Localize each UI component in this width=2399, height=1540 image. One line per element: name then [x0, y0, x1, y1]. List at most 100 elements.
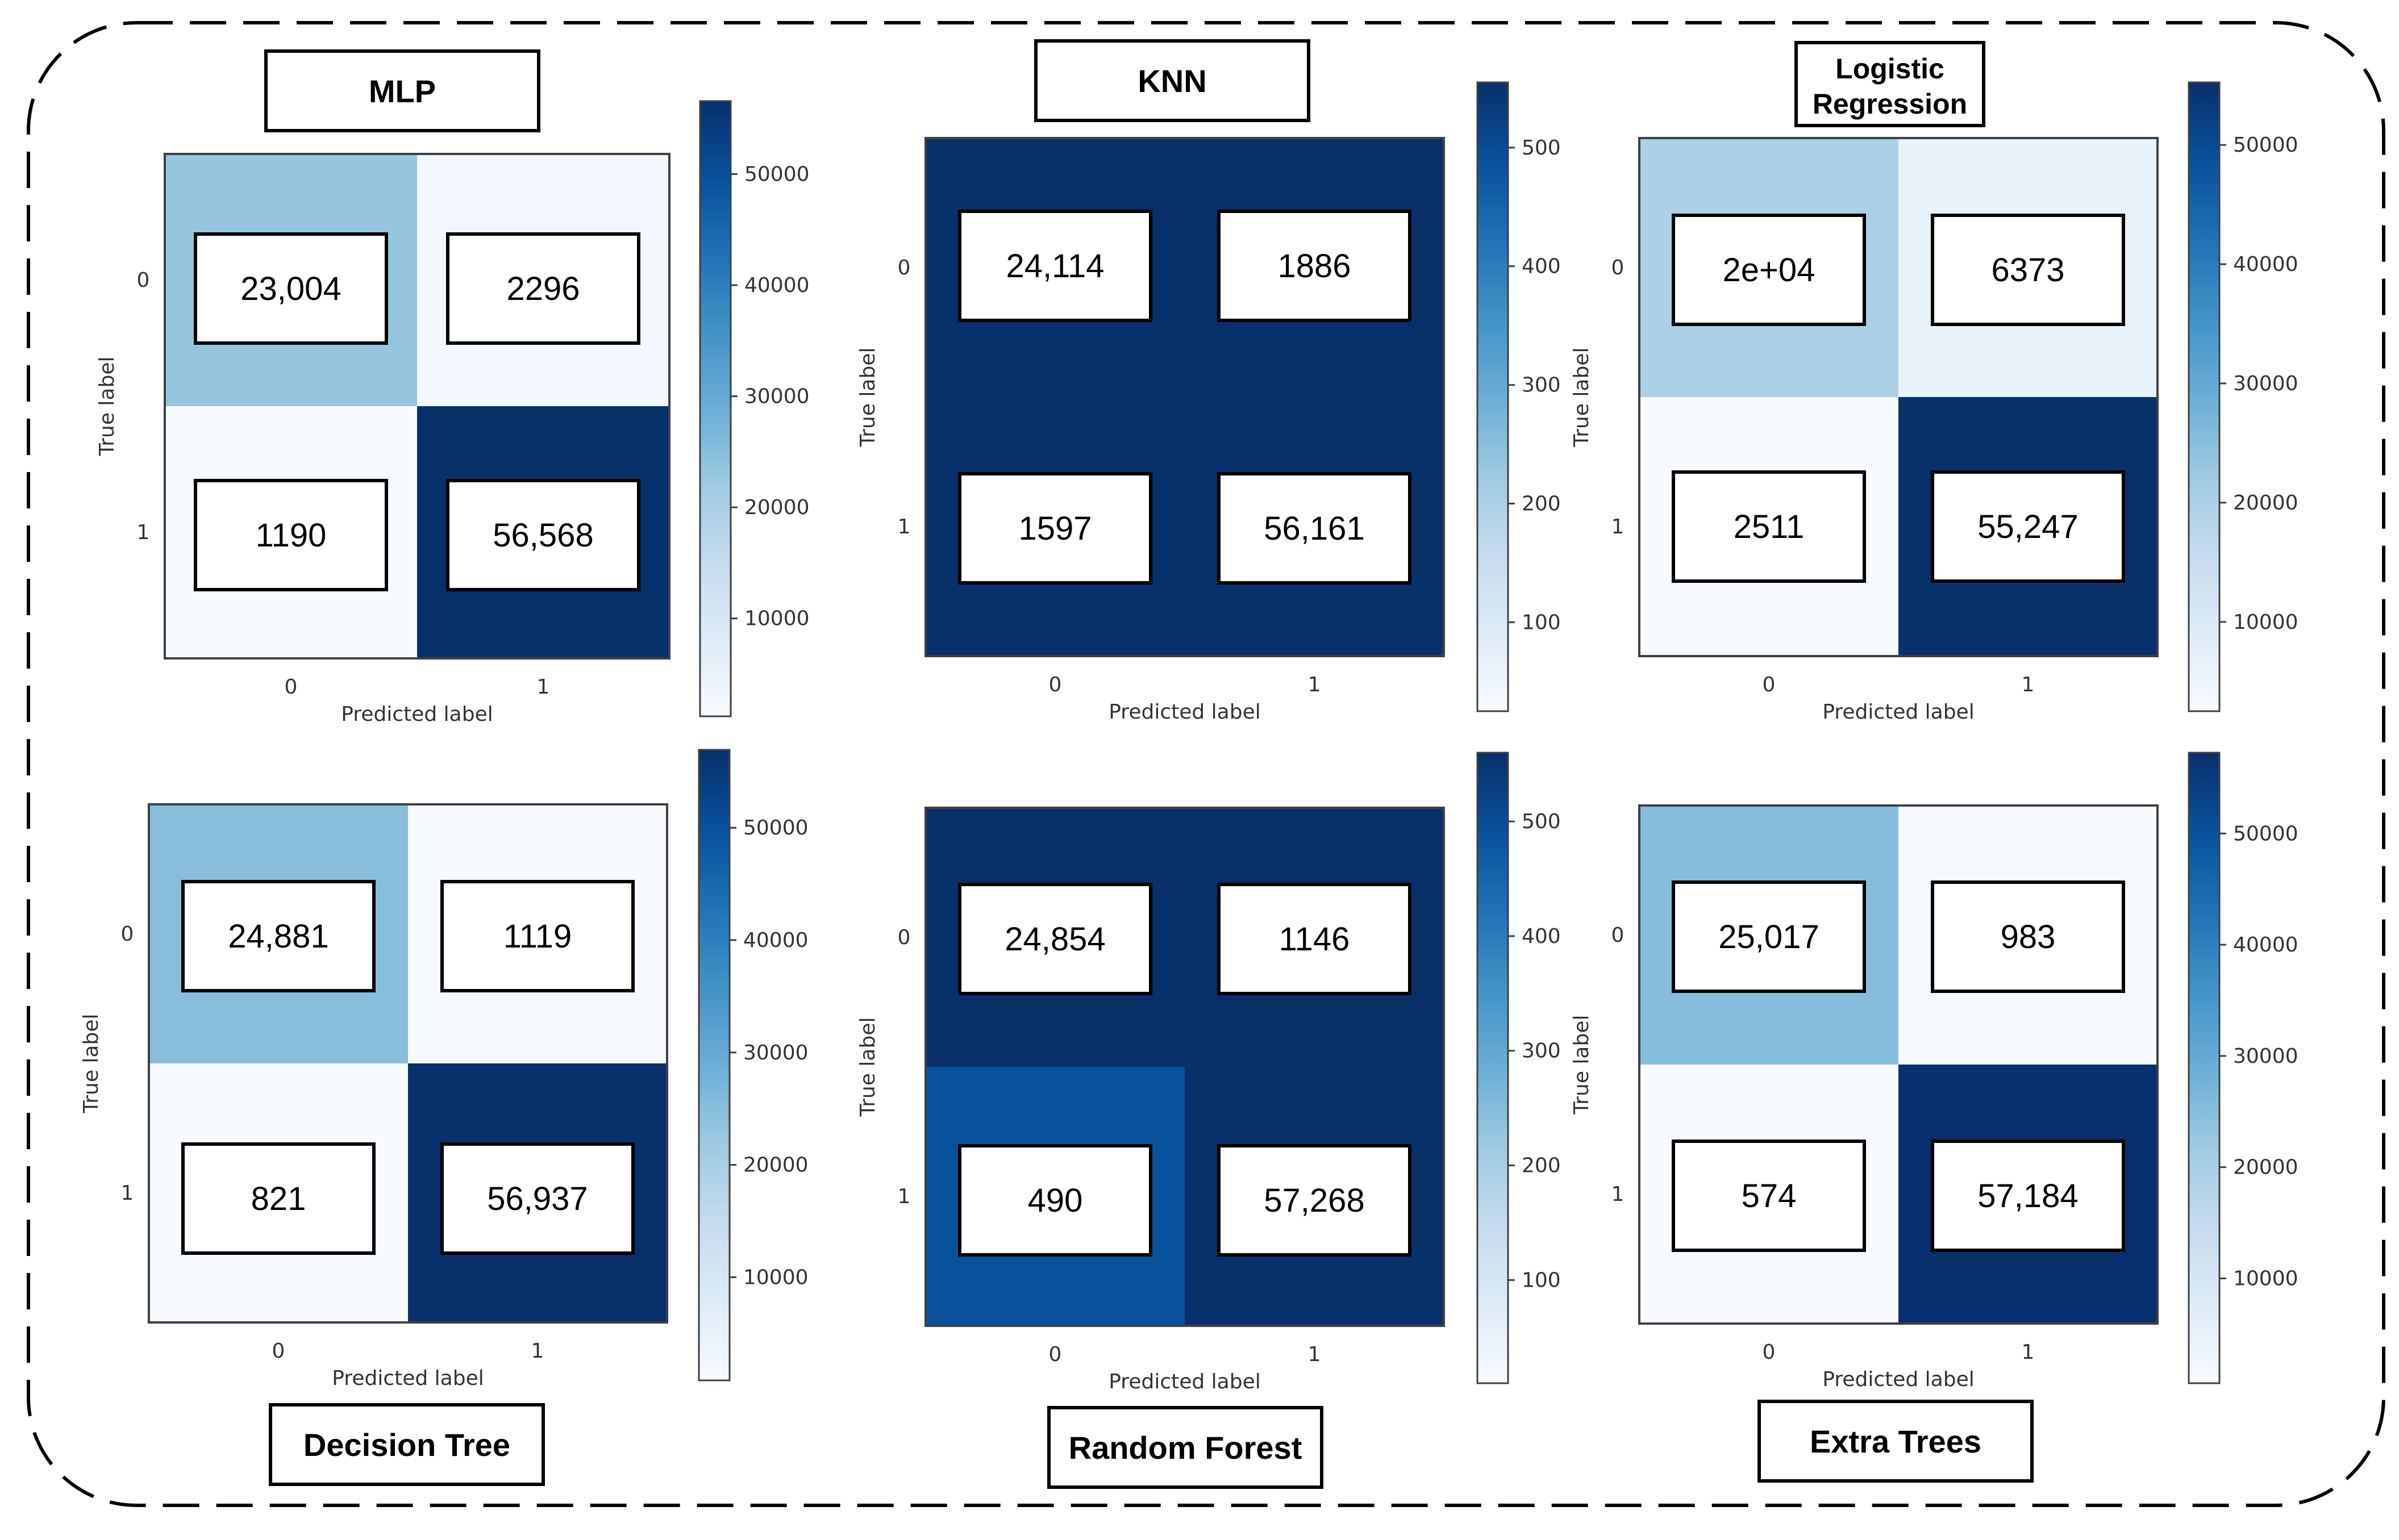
- colorbar-tick-label: 200: [1522, 492, 1561, 515]
- cell-value-label: 983: [2001, 919, 2056, 955]
- colorbar-tick-label: 400: [1522, 925, 1561, 948]
- cell-value-box: [440, 1142, 635, 1255]
- chart-title-line: Logistic: [1835, 53, 1944, 85]
- cell-value-box: [1931, 1140, 2125, 1252]
- cell-value-box: [181, 1142, 376, 1255]
- colorbar: [699, 100, 732, 717]
- cell-value-label: 1119: [503, 918, 572, 955]
- x-axis-label: Predicted label: [1109, 1370, 1261, 1393]
- x-tick-label: 0: [272, 1339, 285, 1363]
- cell-value-label: 55,247: [1977, 508, 2078, 545]
- y-tick-label: 0: [898, 926, 911, 949]
- heatmap-frame: [924, 807, 1445, 1327]
- colorbar-tick-label: 30000: [2233, 372, 2298, 395]
- cell-value-label: 25,017: [1718, 919, 1819, 955]
- cell-value-box: [1931, 470, 2125, 583]
- cell-value-label: 57,268: [1264, 1182, 1364, 1219]
- y-axis-label: True label: [1570, 348, 1593, 448]
- cell-value-box: [446, 232, 640, 345]
- cell-value-label: 490: [1028, 1182, 1083, 1219]
- cell-value-label: 2296: [506, 270, 580, 307]
- colorbar-tick-label: 200: [1522, 1154, 1561, 1178]
- colorbar-tick-label: 10000: [2233, 1267, 2298, 1290]
- cell-value-label: 56,568: [493, 517, 593, 554]
- x-axis-label: Predicted label: [332, 1367, 484, 1390]
- colorbar-tick-label: 50000: [2233, 822, 2298, 845]
- cell-value-label: 56,161: [1264, 510, 1364, 547]
- y-tick-label: 1: [898, 515, 911, 539]
- colorbar-tick-label: 400: [1522, 255, 1561, 278]
- cell-value-label: 2511: [1734, 508, 1805, 545]
- chart-title: Decision Tree: [303, 1427, 510, 1463]
- colorbar-tick-label: 10000: [743, 1266, 809, 1289]
- heatmap-frame: [148, 803, 668, 1324]
- heatmap-frame: [164, 153, 670, 660]
- x-tick-label: 1: [531, 1339, 544, 1363]
- colorbar-tick-label: 40000: [2233, 933, 2298, 957]
- cell-value-label: 57,184: [1977, 1178, 2078, 1215]
- chart-title-box: [269, 1403, 545, 1486]
- cell-value-box: [446, 479, 640, 591]
- cell-value-label: 23,004: [240, 270, 341, 307]
- heatmap-frame: [1638, 804, 2159, 1325]
- cell-value-box: [440, 880, 635, 992]
- x-tick-label: 0: [1049, 1343, 1062, 1366]
- colorbar-tick-label: 40000: [743, 929, 809, 952]
- cell-value-box: [194, 232, 388, 345]
- cell-value-label: 1886: [1277, 248, 1351, 285]
- cell-value-label: 24,881: [228, 918, 328, 955]
- colorbar: [1476, 752, 1509, 1384]
- x-tick-label: 1: [537, 675, 550, 699]
- colorbar-tick-label: 30000: [743, 1041, 809, 1065]
- chart-title-line: Regression: [1813, 88, 1967, 120]
- y-tick-label: 0: [1611, 256, 1625, 279]
- x-tick-label: 0: [1049, 673, 1062, 696]
- colorbar-tick-label: 100: [1522, 1268, 1561, 1292]
- y-tick-label: 0: [1611, 924, 1625, 947]
- colorbar-tick-label: 10000: [744, 607, 810, 631]
- heatmap-frame: [1638, 137, 2159, 657]
- chart-title: MLP: [369, 73, 436, 109]
- y-tick-label: 1: [1611, 1183, 1625, 1206]
- cell-value-label: 24,114: [1006, 248, 1104, 285]
- colorbar-tick-label: 20000: [743, 1154, 809, 1177]
- cell-value-box: [194, 479, 388, 591]
- chart-title-box: [1794, 41, 1985, 127]
- cell-value-box: [1931, 880, 2125, 993]
- cell-value-label: 574: [1742, 1178, 1797, 1215]
- colorbar-tick-label: 40000: [744, 274, 810, 297]
- chart-title: KNN: [1138, 63, 1206, 99]
- cell-value-box: [1672, 880, 1866, 993]
- cell-value-box: [1672, 214, 1866, 326]
- colorbar: [1476, 81, 1509, 712]
- x-tick-label: 1: [2022, 673, 2035, 696]
- cell-value-box: [1672, 470, 1866, 583]
- cell-value-label: 6373: [1991, 252, 2064, 289]
- y-tick-label: 0: [121, 923, 134, 946]
- y-tick-label: 0: [137, 269, 150, 292]
- cell-value-box: [958, 1144, 1152, 1257]
- x-axis-label: Predicted label: [1822, 700, 1975, 724]
- cell-value-label: 2e+04: [1723, 252, 1815, 289]
- colorbar-tick-label: 30000: [744, 385, 810, 408]
- cell-value-label: 1146: [1279, 921, 1350, 958]
- x-tick-label: 1: [1308, 673, 1321, 696]
- colorbar-tick-label: 300: [1522, 374, 1561, 397]
- x-axis-label: Predicted label: [341, 703, 493, 726]
- cell-value-box: [1217, 883, 1411, 995]
- cell-value-box: [1931, 214, 2125, 326]
- x-axis-label: Predicted label: [1822, 1368, 1975, 1391]
- cell-value-box: [1217, 1144, 1411, 1257]
- cell-value-box: [1217, 210, 1411, 322]
- cell-value-box: [958, 883, 1152, 995]
- colorbar-tick-label: 20000: [744, 496, 810, 519]
- x-tick-label: 0: [285, 675, 298, 699]
- colorbar-tick-label: 40000: [2233, 253, 2298, 276]
- chart-title-box: [1034, 39, 1310, 122]
- cell-value-label: 1597: [1018, 510, 1092, 547]
- cell-value-box: [1672, 1140, 1866, 1252]
